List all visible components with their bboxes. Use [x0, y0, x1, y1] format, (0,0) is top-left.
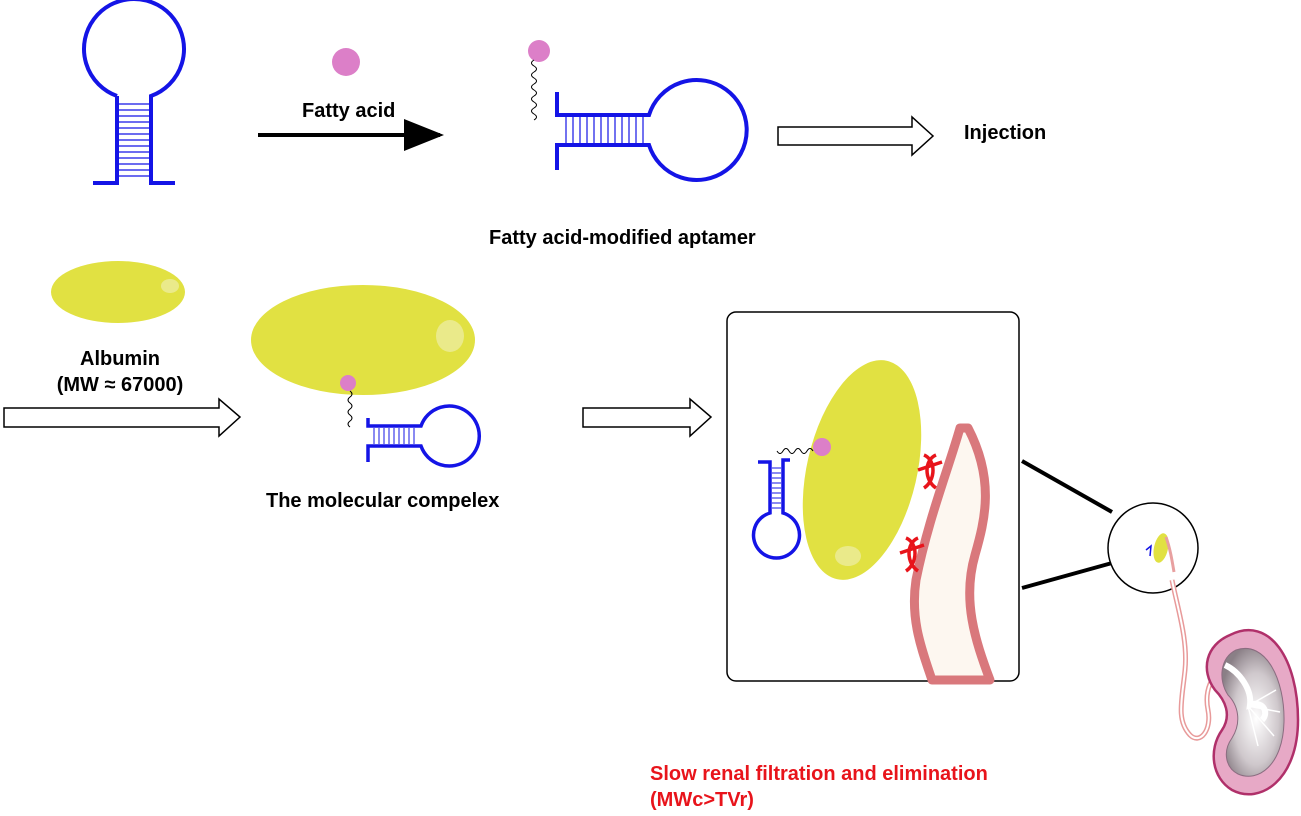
kidney — [1205, 628, 1300, 796]
linker-squiggle — [531, 59, 537, 121]
zoom-connector-upper — [1021, 459, 1113, 514]
albumin-small — [51, 261, 185, 323]
vessel-wall — [909, 423, 995, 685]
fatty-acid-label: Fatty acid — [302, 100, 396, 122]
binding-arrow — [3, 397, 242, 438]
fatty-acid-dot — [332, 48, 360, 76]
molecular-complex-label: The molecular compelex — [266, 490, 500, 512]
molecular-complex — [251, 285, 481, 468]
injection-label: Injection — [964, 122, 1047, 144]
injection-arrow — [777, 115, 935, 157]
modified-aptamer — [528, 40, 749, 182]
fatty-acid-dot — [813, 438, 831, 456]
zoom-connector-lower — [1021, 561, 1113, 590]
modified-aptamer-label: Fatty acid-modified aptamer — [489, 227, 756, 249]
renal-ratio-label: (MWc>TVr) — [650, 789, 754, 811]
free-aptamer-hairpin — [82, 0, 186, 185]
magnifier-circle — [1107, 502, 1199, 594]
albumin-mw-label: (MW ≈ 67000) — [56, 374, 184, 396]
albumin-label: Albumin — [80, 348, 160, 370]
fatty-acid-dot — [340, 375, 356, 391]
fatty-acid-dot — [528, 40, 550, 62]
renal-filtration-label: Slow renal filtration and elimination — [650, 763, 988, 785]
zoom-contents — [751, 360, 995, 685]
circulation-arrow — [582, 397, 713, 438]
